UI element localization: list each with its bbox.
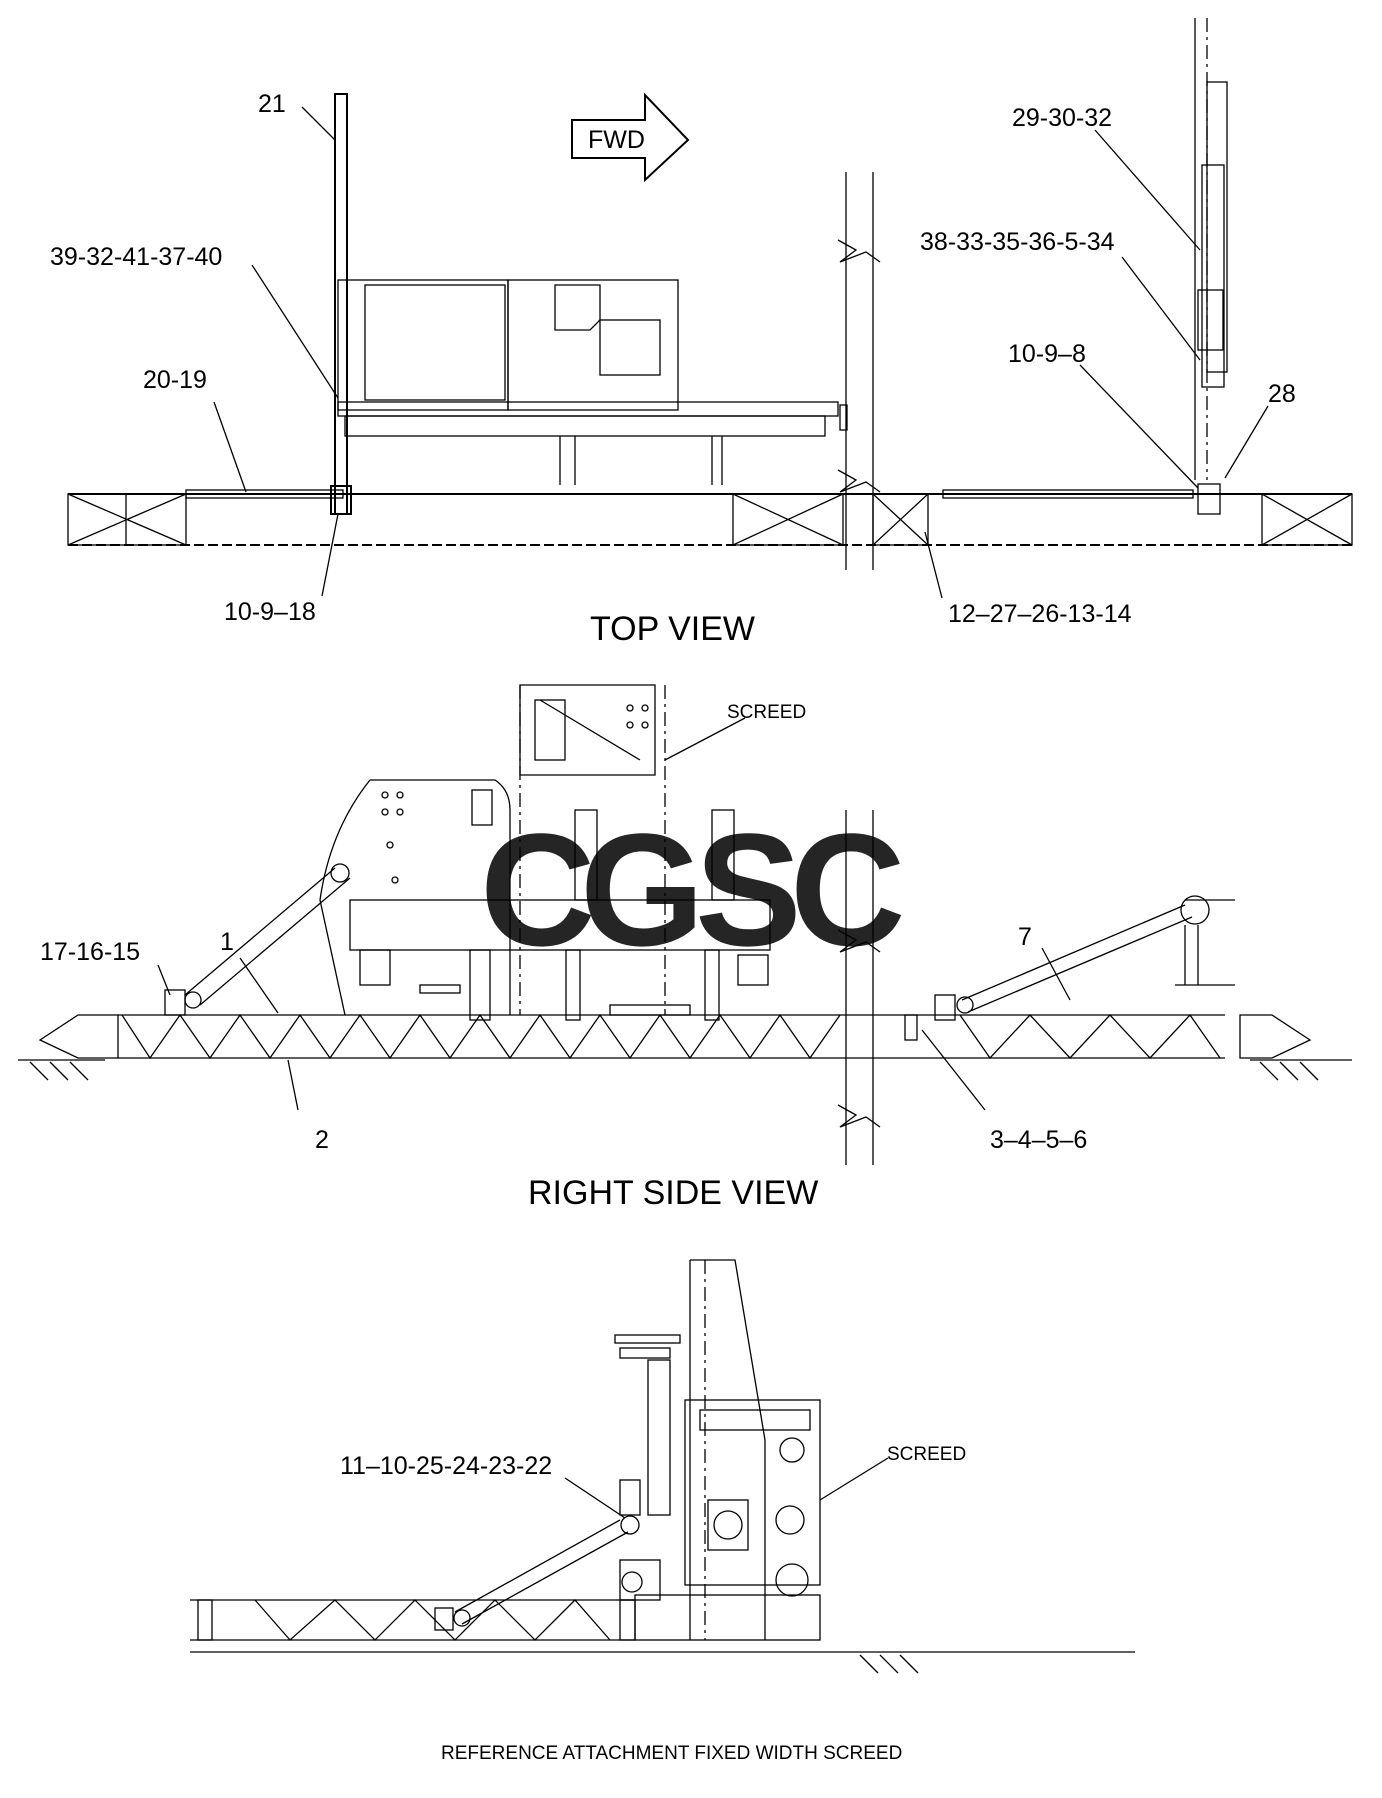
side-view: SCREED 17-16-15 1 2 7 3–4–5–6 RIGHT SIDE… [18, 684, 1352, 1212]
callout-11-10-25-24-23-22: 11–10-25-24-23-22 [340, 1452, 552, 1480]
callout-12-27-26-13-14: 12–27–26-13-14 [948, 600, 1132, 628]
callout-39-32-41-37-40: 39-32-41-37-40 [50, 243, 222, 271]
callout-1: 1 [220, 928, 234, 956]
watermark-letter: G [580, 800, 704, 979]
drawing-caption: REFERENCE ATTACHMENT FIXED WIDTH SCREED [441, 1743, 902, 1764]
top-view-title: TOP VIEW [590, 610, 755, 648]
callout-10-9-8: 10-9–8 [1008, 340, 1086, 368]
screed-label-bottom: SCREED [887, 1444, 966, 1465]
callout-10-9-18: 10-9–18 [224, 598, 316, 626]
cgsc-watermark: C G S C [480, 800, 906, 979]
callout-17-16-15: 17-16-15 [40, 938, 140, 966]
watermark-letter: C [480, 800, 596, 979]
side-view-title: RIGHT SIDE VIEW [528, 1174, 818, 1212]
callout-21: 21 [258, 90, 286, 118]
callout-20-19: 20-19 [143, 366, 207, 394]
callout-29-30-32: 29-30-32 [1012, 104, 1112, 132]
bottom-detail: 11–10-25-24-23-22 SCREED REFERENCE ATTAC… [190, 1259, 1135, 1764]
watermark-letter: C [790, 800, 906, 979]
screed-label-side: SCREED [727, 702, 806, 723]
callout-38-33-35-36-5-34: 38-33-35-36-5-34 [920, 228, 1115, 256]
callout-2: 2 [315, 1126, 329, 1154]
callout-28: 28 [1268, 380, 1296, 408]
forward-arrow-icon [571, 92, 690, 183]
callout-7: 7 [1018, 923, 1032, 951]
fwd-label: FWD [588, 126, 645, 154]
top-view: FWD 21 39-32-41-37-40 20-19 10-9–18 29-3… [50, 18, 1353, 648]
watermark-letter: S [695, 800, 802, 979]
callout-3-4-5-6: 3–4–5–6 [990, 1126, 1087, 1154]
